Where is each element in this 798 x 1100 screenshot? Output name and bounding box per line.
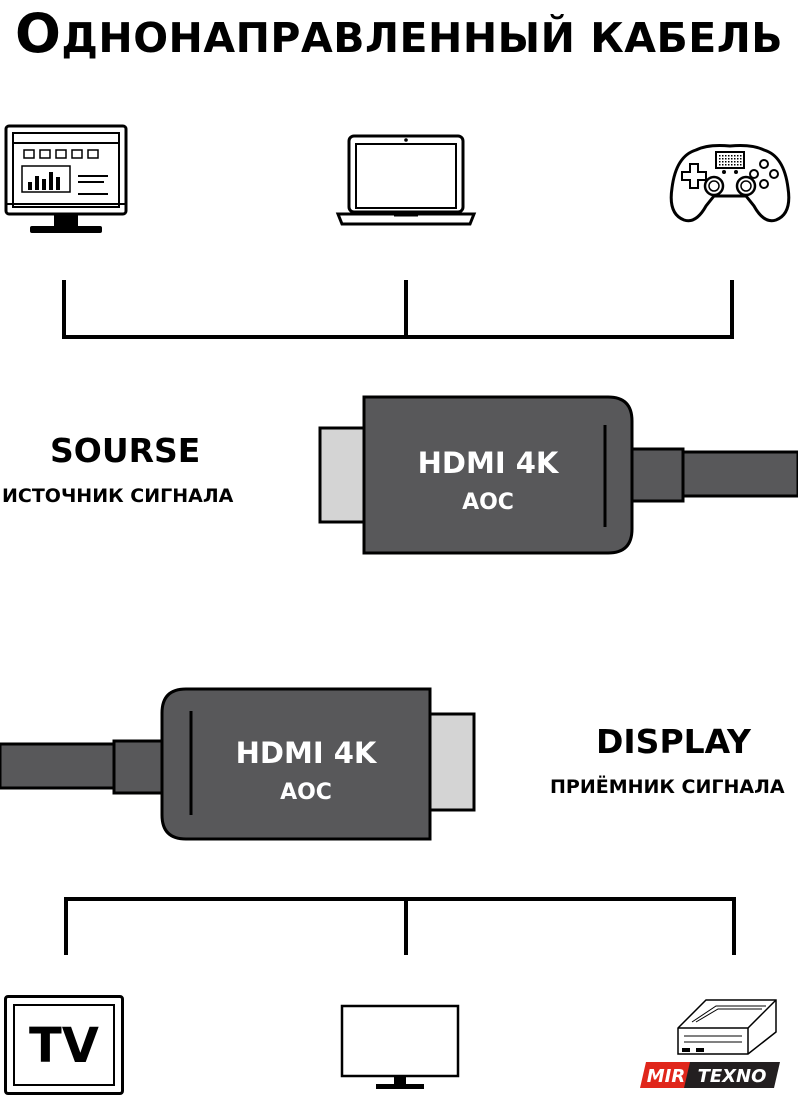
display-label: DISPLAY xyxy=(596,722,751,761)
gamepad-icon xyxy=(669,144,791,223)
laptop-icon xyxy=(335,134,477,226)
brand-part1: MIR xyxy=(647,1066,685,1087)
source-label: SOURSE xyxy=(50,431,201,470)
page-title-text: ОДНОНАПРАВЛЕННЫЙ КАБЕЛЬ xyxy=(14,2,784,65)
source-sublabel: ИСТОЧНИК СИГНАЛА xyxy=(2,485,234,507)
display-hdmi-connector: HDMI 4K AOC xyxy=(0,687,476,841)
source-connector-sublabel: AOC xyxy=(462,490,514,515)
projector-icon xyxy=(677,999,777,1055)
desktop-monitor-icon xyxy=(4,124,128,233)
tv-icon: TV xyxy=(4,995,124,1095)
tv-icon-text: TV xyxy=(29,1018,99,1074)
monitor-icon xyxy=(340,1004,460,1089)
page-title: ОДНОНАПРАВЛЕННЫЙ КАБЕЛЬ xyxy=(0,2,798,65)
brand-part2: TEXNO xyxy=(698,1066,767,1087)
source-connector-label: HDMI 4K xyxy=(418,446,560,480)
display-connector-sublabel: AOC xyxy=(280,780,332,805)
display-connector-label: HDMI 4K xyxy=(236,736,378,770)
brand-logo: MIR TEXNO xyxy=(640,1062,780,1088)
source-hdmi-connector: HDMI 4K AOC xyxy=(318,395,798,555)
display-sublabel: ПРИЁМНИК СИГНАЛА xyxy=(550,776,785,798)
